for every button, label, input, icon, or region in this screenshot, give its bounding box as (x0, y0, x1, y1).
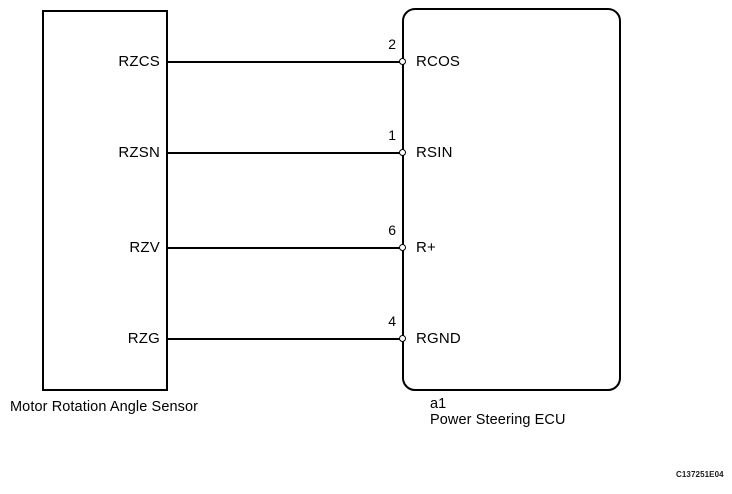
ecu-pin-dot-rsin (399, 149, 406, 156)
ecu-pin-dot-rcos (399, 58, 406, 65)
wire-rzv-rplus (167, 247, 403, 249)
sensor-terminal-label-rzg: RZG (127, 330, 160, 347)
ecu-connector-id-label: a1 (430, 396, 447, 412)
ecu-pin-number-rsin: 1 (388, 127, 396, 143)
ecu-pin-number-rplus: 6 (388, 222, 396, 238)
ecu-pin-number-rgnd: 4 (388, 313, 396, 329)
figure-reference-code: C137251E04 (676, 470, 724, 479)
ecu-pin-number-rcos: 2 (388, 36, 396, 52)
ecu-pin-dot-rgnd (399, 335, 406, 342)
ecu-terminal-label-rsin: RSIN (416, 144, 453, 161)
power-steering-ecu-caption: Power Steering ECU (430, 412, 566, 428)
ecu-terminal-label-rgnd: RGND (416, 330, 461, 347)
ecu-terminal-label-rcos: RCOS (416, 53, 461, 70)
wire-rzsn-rsin (167, 152, 403, 154)
ecu-pin-dot-rplus (399, 244, 406, 251)
sensor-terminal-label-rzcs: RZCS (118, 53, 160, 70)
motor-rotation-angle-sensor-caption: Motor Rotation Angle Sensor (10, 399, 199, 415)
power-steering-ecu-box (402, 8, 621, 391)
wire-rzcs-rcos (167, 61, 403, 63)
wire-rzg-rgnd (167, 338, 403, 340)
sensor-terminal-label-rzv: RZV (129, 239, 160, 256)
ecu-terminal-label-rplus: R+ (416, 239, 436, 256)
motor-rotation-angle-sensor-box (42, 10, 168, 391)
sensor-terminal-label-rzsn: RZSN (118, 144, 160, 161)
